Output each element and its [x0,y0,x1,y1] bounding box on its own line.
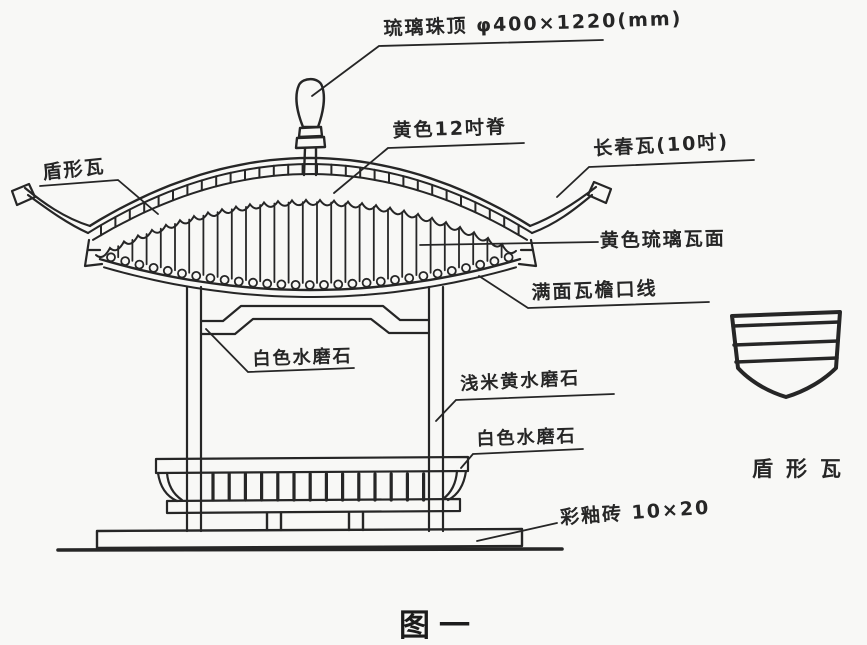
label-shield-tile-detail: 盾形瓦 [752,457,854,481]
columns [185,285,445,533]
label-white-terrazzo-lower: 白色水磨石 [476,425,577,451]
finial [294,77,327,177]
roof-eave-tips [10,180,613,268]
railing [154,455,470,532]
beam-white-terrazzo [199,304,431,336]
label-glazed-surface: 黄色琉璃瓦面 [599,227,726,253]
label-ridge: 黄色12吋脊 [392,116,508,143]
base-platform [56,527,564,552]
leader-lines [39,39,755,542]
label-white-terrazzo-upper: 白色水磨石 [252,345,353,371]
figure-caption: 图一 [399,608,479,644]
label-eave-line: 满面瓦檐口线 [531,277,658,305]
shield-tile-detail-drawing [730,310,842,399]
roof-tiles [87,156,533,502]
